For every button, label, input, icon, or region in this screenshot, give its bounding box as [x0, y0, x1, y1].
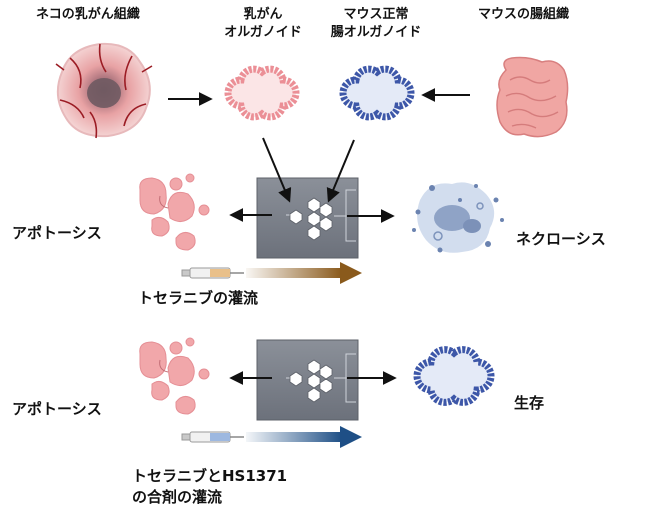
label-normal-organoid-line1: マウス正常 — [343, 7, 409, 22]
normal-organoid-icon — [339, 65, 415, 121]
microfluidic-chip-bottom — [256, 339, 359, 421]
microfluidic-chip-top — [256, 177, 359, 259]
apoptotic-cells-icon-bottom — [139, 337, 210, 415]
label-mouse-tissue: マウスの腸組織 — [478, 7, 570, 22]
perfusion-arrow-brown — [246, 262, 362, 284]
label-tumor-organoid: 乳がん オルガノイド — [208, 6, 318, 42]
arrow-tumor-organoid-to-chip — [262, 137, 292, 203]
label-apoptosis-top: アポトーシス — [12, 224, 102, 242]
apoptotic-cells-icon-top — [139, 173, 210, 251]
label-normal-organoid-line2: 腸オルガノイド — [330, 25, 422, 40]
perfusion-arrow-blue — [246, 426, 362, 448]
label-apoptosis-bottom: アポトーシス — [12, 400, 102, 418]
label-cat-tissue: ネコの乳がん組織 — [36, 7, 140, 22]
label-survival: 生存 — [514, 394, 545, 412]
cat-tumor-tissue-icon — [55, 42, 153, 139]
label-perfusion-top: トセラニブの灌流 — [138, 289, 259, 307]
label-perfusion-bottom-line1: トセラニブとHS1371 — [132, 467, 288, 485]
label-perfusion-bottom-line2: の合剤の灌流 — [132, 488, 223, 506]
mouse-intestine-icon — [496, 56, 569, 138]
surviving-organoid-icon — [413, 346, 495, 406]
arrow-normal-organoid-to-chip — [326, 139, 355, 203]
label-necrosis: ネクローシス — [516, 230, 606, 248]
label-tumor-organoid-line2: オルガノイド — [224, 25, 302, 40]
label-normal-organoid: マウス正常 腸オルガノイド — [316, 6, 436, 42]
syringe-icon-top — [181, 267, 244, 279]
label-tumor-organoid-line1: 乳がん — [243, 7, 283, 22]
syringe-icon-bottom — [181, 431, 244, 443]
necrotic-cells-icon — [412, 182, 504, 253]
tumor-organoid-icon — [224, 65, 300, 121]
label-perfusion-bottom: トセラニブとHS1371 の合剤の灌流 — [132, 466, 287, 508]
